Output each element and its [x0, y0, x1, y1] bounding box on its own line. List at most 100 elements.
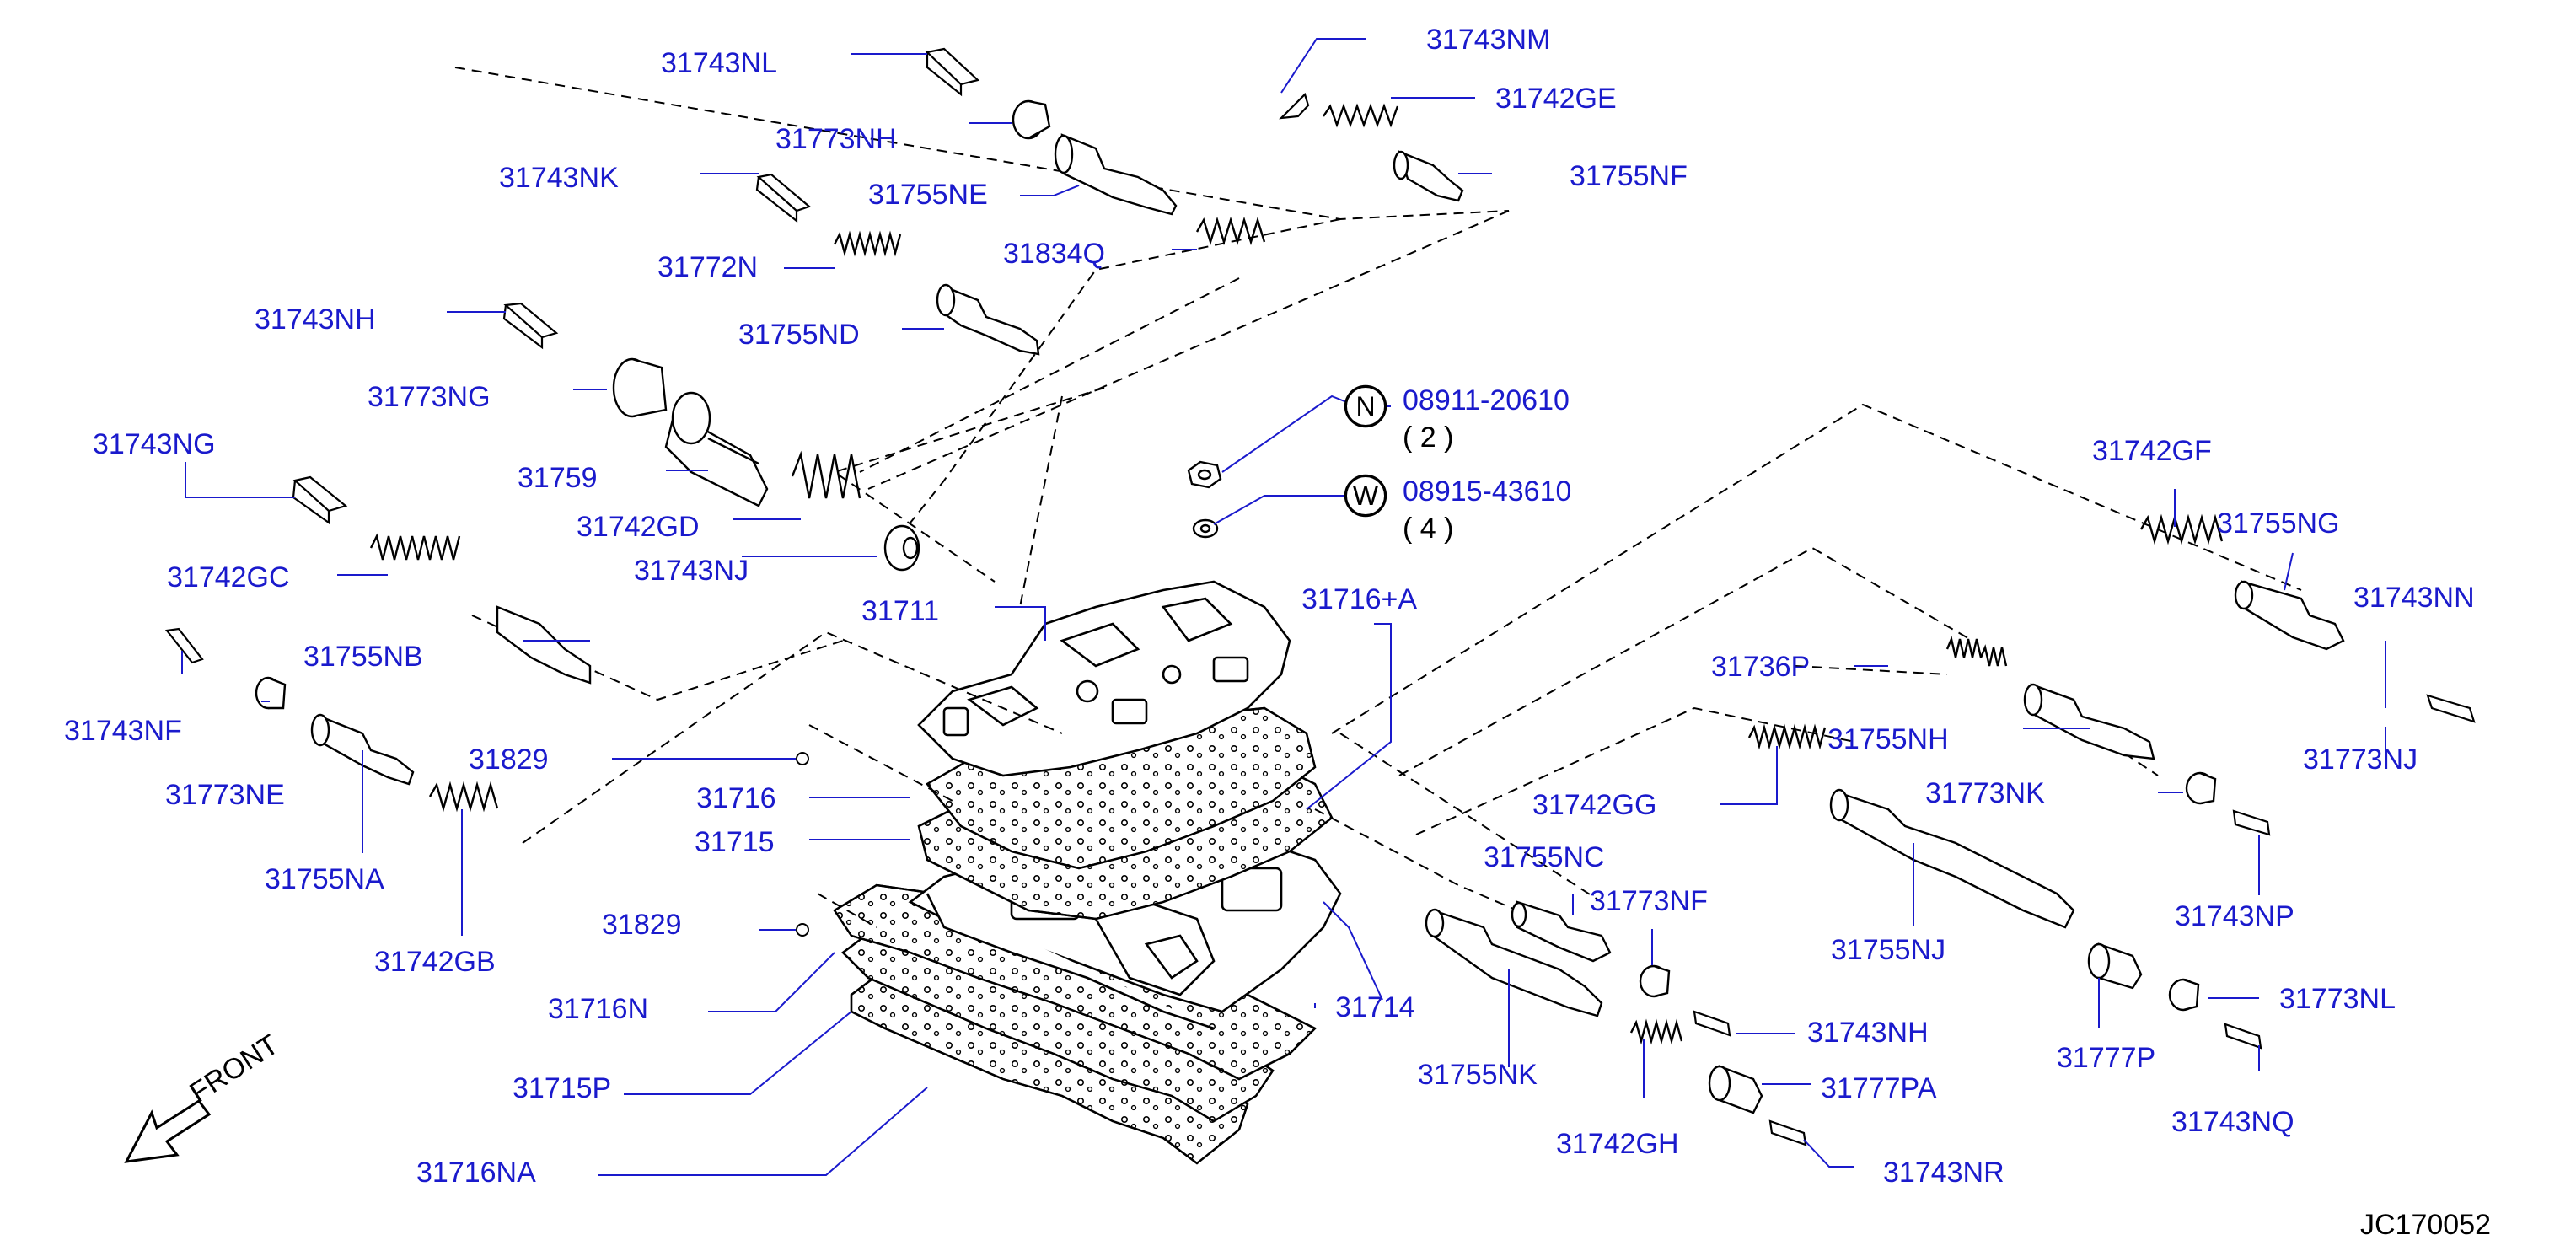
plug-31773NE: [255, 676, 287, 710]
retainer-31743NP: [2232, 809, 2271, 836]
label-31773NH: 31773NH: [775, 123, 897, 155]
label-31742GH: 31742GH: [1556, 1128, 1679, 1160]
retainer-31743NK: [755, 173, 812, 223]
spring-31742GD: [791, 450, 861, 499]
label-31742GC: 31742GC: [167, 561, 290, 593]
n-symbol-letter: N: [1345, 386, 1386, 427]
label-31716A: 31716+A: [1301, 583, 1418, 615]
retainer-31743NH-lower: [1693, 1010, 1731, 1037]
spring-31742GB: [428, 781, 499, 813]
plug-31773NF: [1639, 964, 1671, 998]
label-31773NK: 31773NK: [1925, 777, 2045, 809]
label-31755NF: 31755NF: [1570, 160, 1688, 192]
retainer-31743NL: [925, 47, 980, 97]
spring-31834Q: [1195, 216, 1266, 246]
label-31755NC: 31755NC: [1484, 841, 1605, 873]
label-31755NG: 31755NG: [2217, 507, 2340, 540]
spring-31742GH: [1629, 1018, 1683, 1045]
retainer-31743NF: [164, 627, 204, 664]
w-symbol-letter: W: [1345, 475, 1386, 516]
label-31742GD: 31742GD: [577, 511, 700, 543]
pin-31829-upper: [796, 752, 809, 765]
label-31755NB: 31755NB: [303, 641, 423, 673]
spring-31736P: [1945, 636, 2008, 667]
label-31743NG: 31743NG: [93, 428, 216, 460]
label-31743NF: 31743NF: [64, 715, 182, 747]
label-31755NA: 31755NA: [265, 863, 384, 895]
retainer-31743NN: [2426, 694, 2476, 723]
label-31759: 31759: [518, 462, 598, 494]
label-31742GE: 31742GE: [1495, 83, 1617, 115]
label-31777P: 31777P: [2057, 1042, 2156, 1074]
retainer-31743NR: [1768, 1119, 1807, 1146]
retainer-31743NQ: [2224, 1023, 2262, 1050]
label-31743NK: 31743NK: [499, 162, 619, 194]
retainer-31743NH-upper: [502, 302, 559, 350]
label-31716N: 31716N: [548, 993, 649, 1025]
label-31714: 31714: [1335, 991, 1415, 1023]
valve-31755NJ: [1829, 788, 2075, 929]
plug-31773NK: [2185, 771, 2217, 805]
plug-31777P: [2087, 942, 2143, 990]
label-31743NP: 31743NP: [2175, 900, 2294, 932]
spring-31742GF: [2139, 513, 2224, 545]
sleeve-31759: [664, 391, 769, 507]
label-31715P: 31715P: [513, 1072, 612, 1104]
plug-31773NG: [612, 357, 668, 418]
label-31743NH-lower: 31743NH: [1807, 1017, 1929, 1049]
label-31743NJ: 31743NJ: [634, 555, 749, 587]
label-31755NK: 31755NK: [1418, 1059, 1538, 1091]
label-31755NE: 31755NE: [868, 179, 988, 211]
label-31736P: 31736P: [1711, 651, 1811, 683]
front-arrow-icon: [124, 1098, 212, 1163]
valve-31755NG: [2234, 580, 2345, 651]
qty-08911-20610: ( 2 ): [1403, 421, 1454, 454]
valve-31755NB: [496, 605, 592, 685]
plug-31777PA: [1708, 1065, 1763, 1114]
valve-31755NC: [1511, 900, 1612, 963]
label-31743NH-upper: 31743NH: [255, 303, 376, 336]
spring-31772N: [833, 230, 902, 257]
label-31834Q: 31834Q: [1003, 238, 1105, 270]
label-31743NQ: 31743NQ: [2171, 1106, 2294, 1138]
nut-08911-20610: [1187, 460, 1222, 489]
label-08915-43610: 08915-43610: [1403, 475, 1572, 507]
valve-31755NE: [1054, 133, 1178, 216]
plug-31743NJ: [883, 524, 920, 572]
label-31755ND: 31755ND: [738, 319, 860, 351]
diagram-id: JC170052: [2360, 1209, 2492, 1241]
spring-31742GC: [369, 533, 461, 561]
label-31773NL: 31773NL: [2279, 983, 2396, 1015]
label-31742GB: 31742GB: [374, 946, 496, 978]
label-31755NJ: 31755NJ: [1831, 934, 1946, 966]
label-31743NL: 31743NL: [661, 47, 778, 79]
label-31773NE: 31773NE: [165, 779, 285, 811]
retainer-31743NM: [1279, 92, 1310, 120]
plug-31773NH: [1012, 99, 1051, 140]
label-31755NH: 31755NH: [1827, 723, 1949, 755]
label-31773NJ: 31773NJ: [2303, 744, 2418, 776]
leader-lines: [181, 38, 2386, 1176]
label-31715: 31715: [695, 826, 775, 858]
plug-31773NL: [2168, 978, 2200, 1012]
valve-31755ND: [936, 283, 1040, 356]
qty-08915-43610: ( 4 ): [1403, 513, 1454, 545]
label-31716: 31716: [696, 782, 776, 814]
label-31716NA: 31716NA: [416, 1157, 536, 1189]
valve-31755NF: [1393, 149, 1464, 202]
label-31743NR: 31743NR: [1883, 1157, 2004, 1189]
valve-31755NH: [2023, 683, 2155, 760]
label-08911-20610: 08911-20610: [1403, 384, 1570, 416]
label-31777PA: 31777PA: [1821, 1072, 1937, 1104]
pin-31829-lower: [796, 923, 809, 937]
label-31773NG: 31773NG: [368, 381, 491, 413]
spring-31742GG: [1747, 723, 1827, 750]
washer-08915-43610: [1192, 518, 1219, 539]
label-31743NM: 31743NM: [1426, 24, 1551, 56]
label-31772N: 31772N: [657, 251, 759, 283]
spring-31742GE: [1323, 103, 1399, 128]
label-31773NF: 31773NF: [1590, 885, 1708, 917]
label-31743NN: 31743NN: [2353, 582, 2475, 614]
valve-31755NA: [310, 713, 415, 786]
